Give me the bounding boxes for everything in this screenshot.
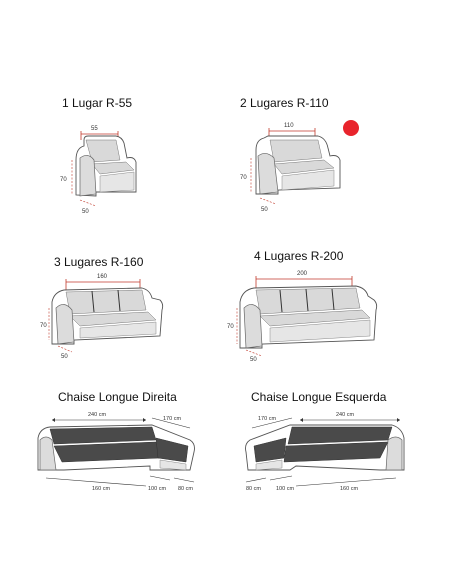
mid-width-label: 100 cm bbox=[148, 486, 166, 492]
chaise-depth-label: 80 cm bbox=[178, 486, 193, 492]
red-dot-indicator bbox=[343, 120, 359, 136]
width-label: 160 bbox=[97, 274, 108, 280]
width-label: 55 bbox=[91, 126, 98, 132]
width-label: 110 bbox=[284, 123, 294, 129]
base-width-label: 160 cm bbox=[92, 486, 110, 492]
cover-chaise-dark bbox=[155, 437, 189, 463]
height-label: 70 bbox=[40, 323, 47, 329]
depth-label: 50 bbox=[82, 209, 89, 215]
cover-seat-dark bbox=[283, 441, 389, 463]
cover-back bbox=[85, 139, 121, 163]
title-1-lugar: 1 Lugar R-55 bbox=[62, 96, 133, 110]
title-4-lugares: 4 Lugares R-200 bbox=[254, 249, 344, 263]
depth-label: 50 bbox=[261, 207, 268, 213]
cover-seat bbox=[273, 159, 335, 175]
base-width-label: 160 cm bbox=[340, 486, 358, 492]
cover-arm bbox=[79, 155, 97, 197]
sofa-2-lugares: 110 70 50 bbox=[240, 120, 359, 213]
chaise-longue-esquerda: 240 cm 170 cm 80 cm 100 cm 160 cm bbox=[245, 412, 405, 492]
cover-back bbox=[65, 289, 147, 315]
depth-label: 50 bbox=[61, 354, 68, 360]
chaise-depth-label: 80 cm bbox=[246, 486, 261, 492]
title-3-lugares: 3 Lugares R-160 bbox=[54, 255, 144, 269]
cover-seat bbox=[259, 309, 371, 327]
cover-arm bbox=[55, 304, 75, 345]
width-label: 200 bbox=[297, 271, 308, 277]
sofa-4-lugares: 200 70 50 bbox=[227, 271, 378, 363]
chaise-width-label: 170 cm bbox=[163, 416, 181, 422]
cover-seat bbox=[69, 311, 157, 327]
title-2-lugares: 2 Lugares R-110 bbox=[240, 96, 329, 110]
cover-arm bbox=[257, 153, 279, 195]
cover-seat bbox=[91, 161, 135, 175]
title-chaise-direita: Chaise Longue Direita bbox=[58, 390, 177, 404]
chaise-longue-direita: 240 cm 170 cm 160 cm 100 cm 80 cm bbox=[37, 412, 195, 492]
armchair-1-lugar: 55 70 50 bbox=[60, 126, 137, 215]
depth-label: 50 bbox=[250, 357, 257, 363]
height-label: 70 bbox=[240, 175, 247, 181]
cover-back bbox=[269, 139, 323, 163]
cover-arm bbox=[243, 304, 263, 349]
height-label: 70 bbox=[60, 177, 67, 183]
top-width-label: 240 cm bbox=[336, 412, 354, 418]
mid-width-label: 100 cm bbox=[276, 486, 294, 492]
sofa-3-lugares: 160 70 50 bbox=[40, 274, 164, 360]
chaise-width-label: 170 cm bbox=[258, 416, 276, 422]
top-width-label: 240 cm bbox=[88, 412, 106, 418]
cover-chaise-dark bbox=[253, 437, 287, 463]
title-chaise-esquerda: Chaise Longue Esquerda bbox=[251, 390, 387, 404]
height-label: 70 bbox=[227, 324, 234, 330]
